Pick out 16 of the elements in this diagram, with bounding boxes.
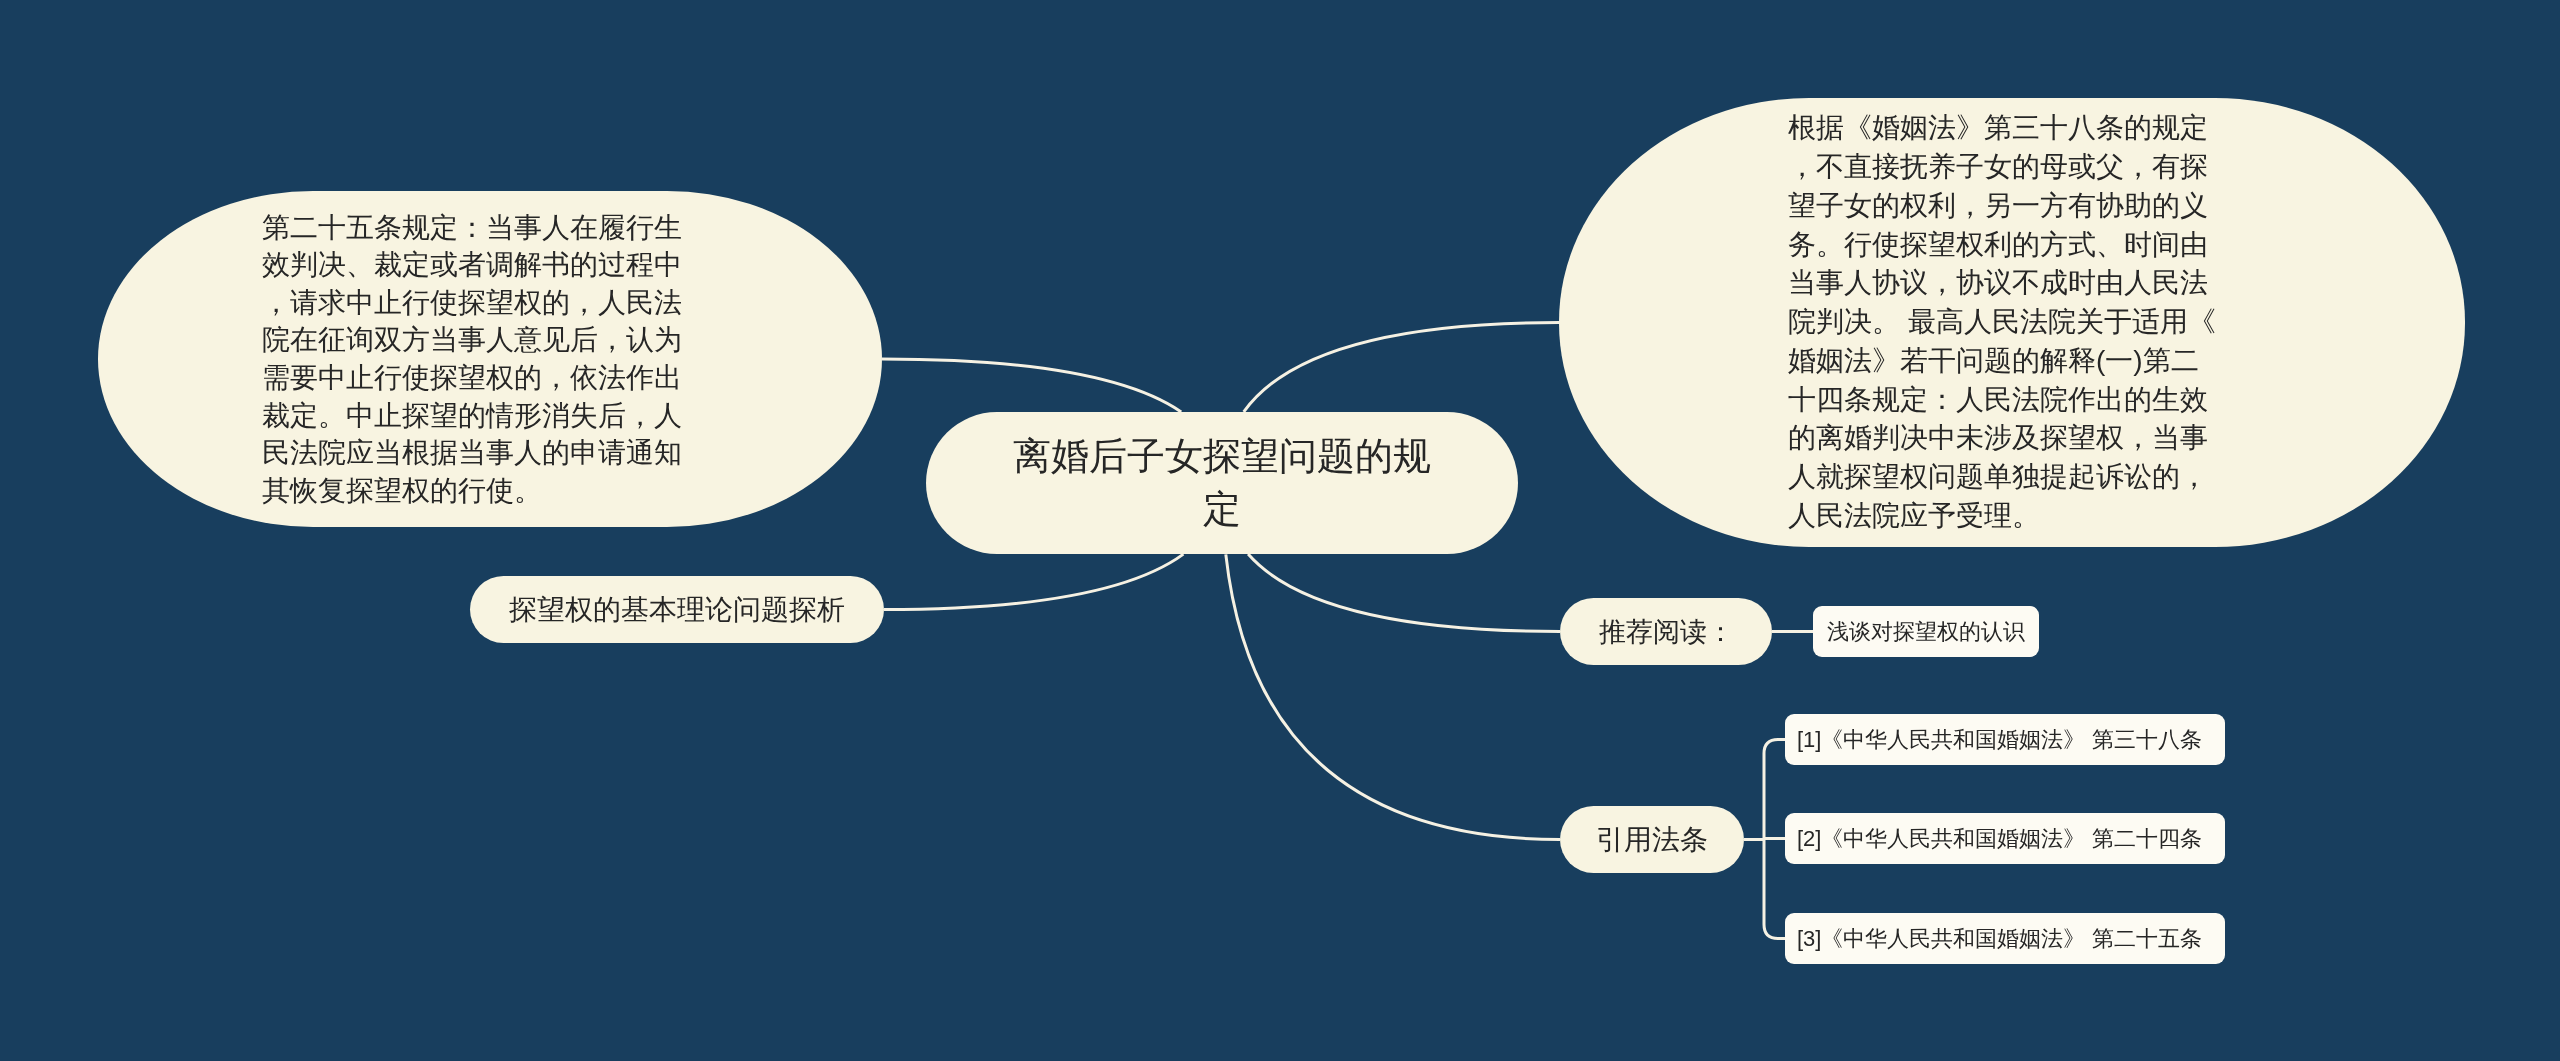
topic-pill: 引用法条: [1560, 806, 1744, 873]
connector-line: [1242, 321, 1560, 413]
connector-line: [1247, 553, 1561, 633]
text-bubble: 第二十五条规定：当事人在履行生效判决、裁定或者调解书的过程中，请求中止行使探望权的，人民法院在征询双方当事人意见后，认为需要中止行使探望权的，依法作出裁定。中止探望的情形消失后，人民法院应当根据当事人的申请通知其恢复探望权的行使。: [98, 191, 882, 527]
subtopic-card: 浅谈对探望权的认识: [1813, 606, 2039, 657]
central-topic: 离婚后子女探望问题的规定: [926, 412, 1518, 554]
text-bubble: 根据《婚姻法》第三十八条的规定，不直接抚养子女的母或父，有探望子女的权利，另一方有协助的义务。行使探望权利的方式、时间由当事人协议，协议不成时由人民法院判决。 最高人民法院关于适用《婚姻法》若干问题的解释(一)第二十四条规定：人民法院作出的生效的离婚判决中未涉及探望权，当事人就探望权问题单独提起诉讼的，人民法院应予受理。: [1559, 98, 2465, 547]
subtopic-card: [2]《中华人民共和国婚姻法》 第二十四条: [1785, 813, 2225, 864]
topic-pill: 推荐阅读：: [1560, 598, 1772, 665]
subtopic-card: [1]《中华人民共和国婚姻法》 第三十八条: [1785, 714, 2225, 765]
connector-line: [1772, 630, 1813, 633]
connector-line: [884, 552, 1185, 611]
connector-line: [1224, 554, 1561, 841]
connector-line: [882, 357, 1182, 414]
topic-pill: 探望权的基本理论问题探析: [470, 576, 884, 643]
subtopic-card: [3]《中华人民共和国婚姻法》 第二十五条: [1785, 913, 2225, 964]
